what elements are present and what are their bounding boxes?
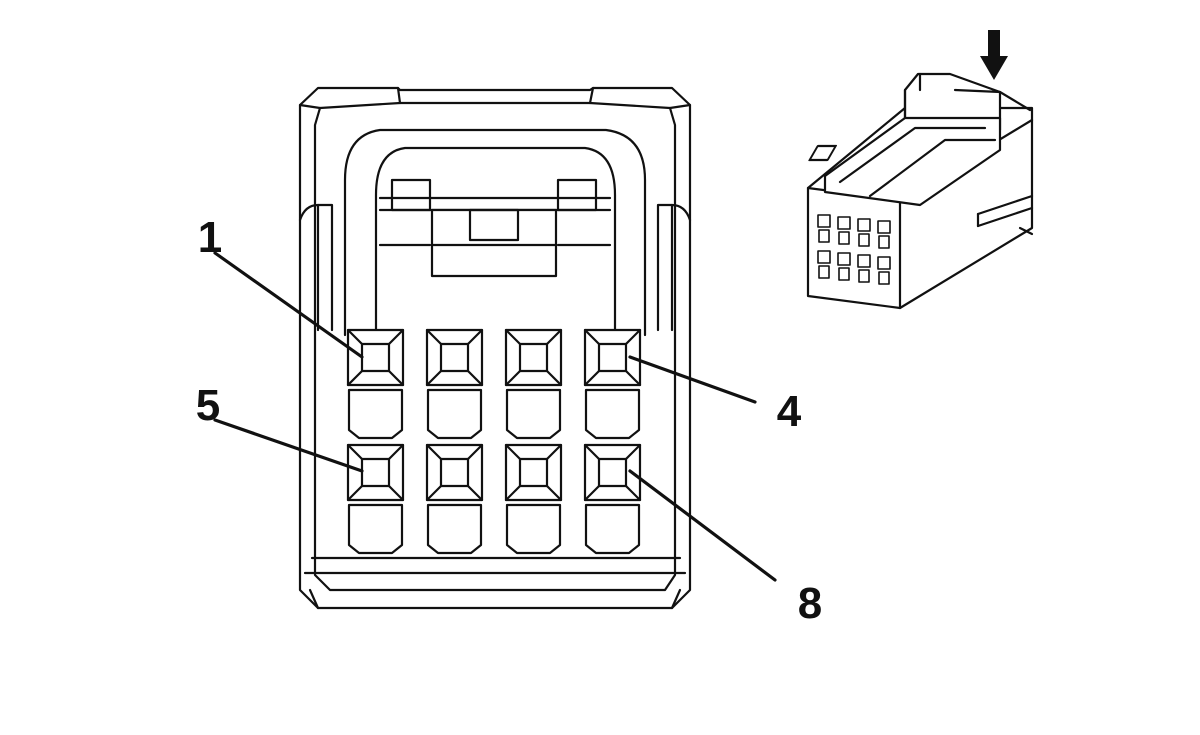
iso-pin-cavity-8 xyxy=(877,256,891,285)
pin-cavity-3 xyxy=(504,328,563,440)
iso-pin-cavity-6 xyxy=(837,252,851,281)
iso-pin-cavity-2 xyxy=(837,216,851,245)
iso-pin-cavity-4 xyxy=(877,220,891,249)
iso-pin-cavity-grid xyxy=(817,214,891,285)
pin-cavity-7 xyxy=(504,443,563,555)
pin-cavity-4 xyxy=(583,328,642,440)
latch-arch xyxy=(343,128,647,337)
arrow-down-icon xyxy=(980,30,1008,80)
pin-cavity-5 xyxy=(346,443,405,555)
leader-line-pin-1 xyxy=(213,251,364,359)
pin-cavity-6 xyxy=(425,443,484,555)
iso-pin-cavity-3 xyxy=(857,218,871,247)
iso-pin-cavity-1 xyxy=(817,214,831,243)
connector-housing-inner-outline xyxy=(313,101,677,592)
pin-label-8: 8 xyxy=(798,579,822,628)
pin-label-1: 1 xyxy=(198,213,222,262)
pin-cavity-8 xyxy=(583,443,642,555)
pin-label-4: 4 xyxy=(777,387,802,436)
leader-line-pin-4 xyxy=(628,355,757,404)
connector-isometric-view xyxy=(806,30,1034,310)
leader-line-pin-5 xyxy=(213,418,364,473)
pin-cavity-grid xyxy=(346,328,642,555)
connector-face-view: 1 4 5 8 xyxy=(196,86,822,628)
iso-pin-cavity-7 xyxy=(857,254,871,283)
leader-line-pin-8 xyxy=(628,469,777,582)
pin-cavity-1 xyxy=(346,328,405,440)
iso-pin-cavity-5 xyxy=(817,250,831,279)
pin-cavity-2 xyxy=(425,328,484,440)
pin-label-5: 5 xyxy=(196,381,220,430)
